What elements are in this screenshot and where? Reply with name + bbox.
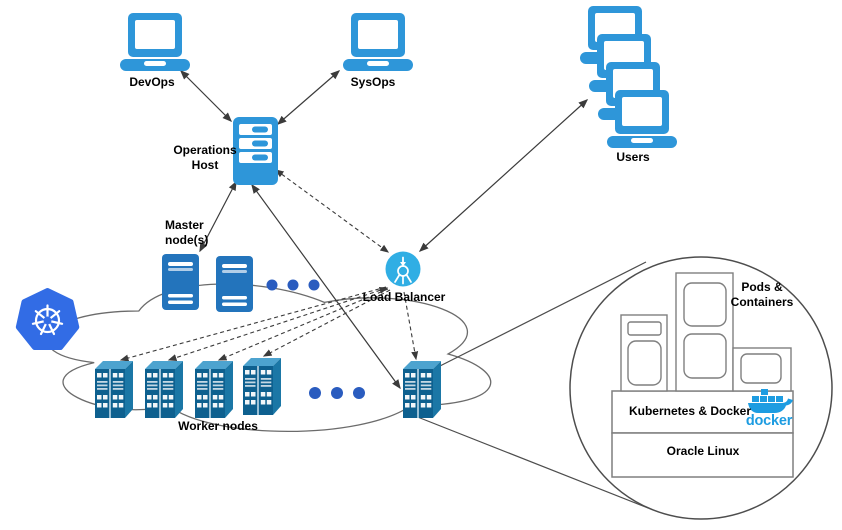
worker-nodes-label: Worker nodes [178,419,258,433]
kubernetes-logo-icon [15,288,80,350]
master-nodes-label: Master node(s) [165,218,209,247]
edge-users-loadbalancer [418,99,589,252]
edge-devops-host [179,69,233,123]
worker-node-5-icon [403,361,441,418]
docker-wordmark: docker [745,413,793,429]
worker-ellipsis-dots [309,387,365,399]
pod-2 [675,272,734,392]
worker-node-1-icon [95,361,133,418]
edge-sysops-host [276,70,341,125]
edge-lb-worker4 [262,289,391,357]
worker-node-2-icon [145,361,183,418]
sysops-label: SysOps [350,75,396,89]
oracle-linux-box [611,432,794,478]
edge-lb-worker3 [217,288,389,361]
pods-containers-label: Pods & Containers [730,280,794,309]
edge-lb-worker2 [167,287,389,361]
load-balancer-icon [385,251,421,287]
edge-host-loadbalancer [274,169,390,253]
pod-1 [620,314,668,392]
edge-host-master [199,180,237,253]
master-node-1-icon [162,254,199,310]
worker-node-3-icon [195,361,233,418]
devops-label: DevOps [129,75,175,89]
devops-laptop-icon [120,13,190,71]
users-laptop-stack-icon [580,6,677,148]
edge-lb-worker1 [119,286,387,362]
edge-lb-worker5 [403,291,419,361]
callout-line-top [433,261,647,370]
operations-host-label: Operations Host [173,143,237,172]
master-ellipsis-dots [266,279,320,291]
docker-whale-icon [748,389,793,413]
users-label: Users [616,150,650,164]
oracle-linux-label: Oracle Linux [666,444,740,458]
worker-node-4-icon [243,358,281,415]
sysops-laptop-icon [343,13,413,71]
pod-3 [732,347,792,392]
load-balancer-label: Load Balancer [362,290,446,304]
kubernetes-docker-label: Kubernetes & Docker [628,404,752,418]
callout-line-bottom [409,413,649,509]
operations-host-server-icon [233,117,278,185]
master-node-2-icon [216,256,253,312]
